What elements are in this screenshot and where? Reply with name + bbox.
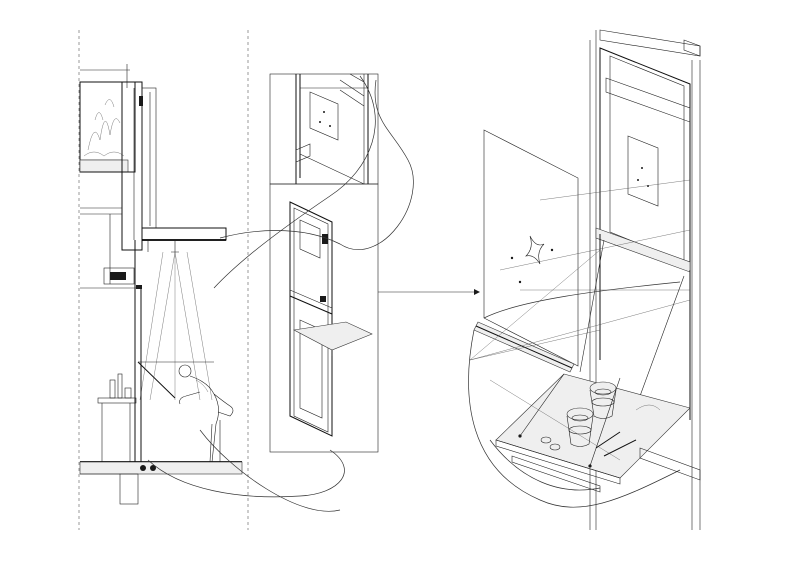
section-view	[79, 64, 243, 505]
coffee-cup-left	[566, 407, 594, 447]
fold-down-table	[495, 373, 691, 485]
light-cone	[139, 251, 213, 401]
person-figure	[178, 364, 234, 463]
connector-line	[378, 289, 480, 295]
canopy	[141, 227, 227, 253]
glass-pane	[483, 129, 579, 367]
lower-sill	[511, 447, 701, 493]
detail-inset-main	[269, 183, 379, 453]
flow-curves	[147, 75, 681, 512]
top-beam	[599, 29, 701, 57]
detail-inset-top	[269, 73, 379, 185]
hinge-rod	[473, 321, 575, 373]
lower-frame	[579, 234, 691, 420]
light-rays	[469, 179, 691, 461]
lower-facade	[80, 240, 214, 462]
panel-dividers	[78, 30, 249, 530]
axonometric-view	[469, 29, 701, 530]
roof-planter	[79, 64, 136, 173]
detail-inset	[269, 73, 379, 453]
coffee-cup-right	[589, 381, 617, 419]
interior-table	[97, 373, 137, 462]
facade-wall	[80, 81, 157, 285]
upper-window	[595, 47, 691, 273]
floor-slab	[79, 461, 243, 505]
